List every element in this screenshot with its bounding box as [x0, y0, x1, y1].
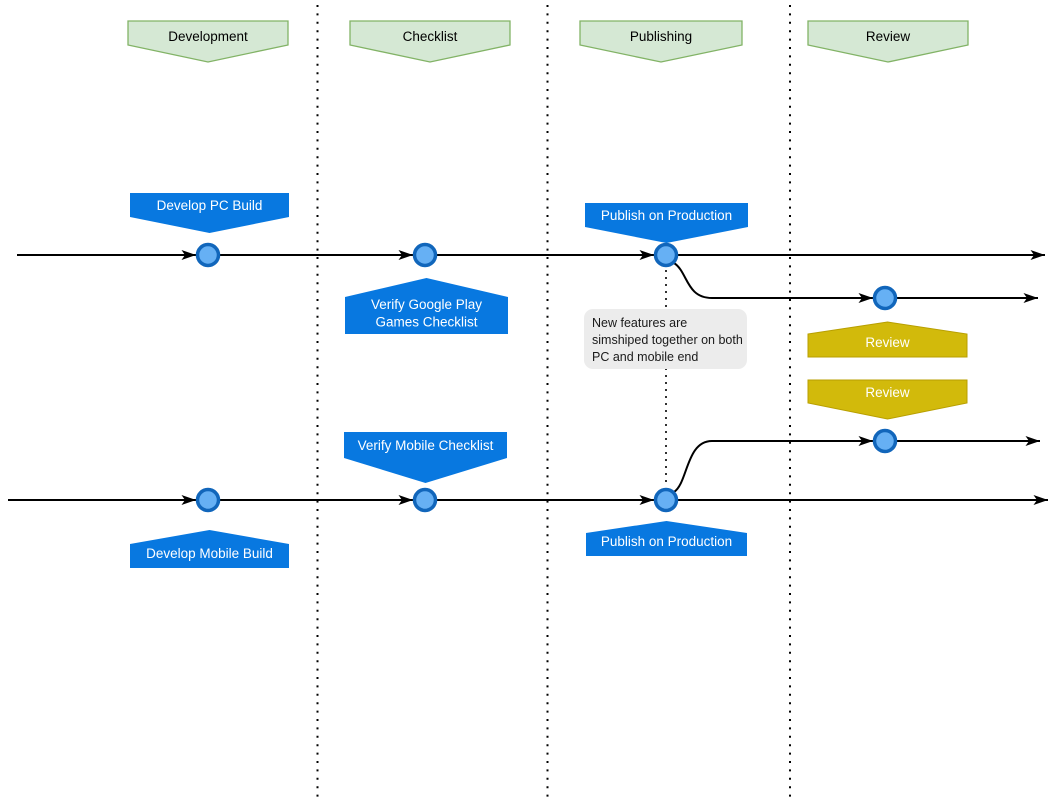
mobile-review-branch — [673, 436, 1040, 493]
simship-note-box — [584, 309, 747, 369]
event-banner-publish-on-production-top — [585, 203, 748, 243]
review-banner-top — [807, 321, 968, 358]
node-publish-mobile — [653, 487, 679, 513]
node-review-pc — [872, 285, 898, 311]
event-banners: Develop PC Build Verify Google Play Game… — [130, 193, 748, 568]
node-develop-mobile — [195, 487, 221, 513]
node-verify-mobile — [412, 487, 438, 513]
review-label-bottom: Review — [865, 385, 910, 400]
pc-review-branch — [673, 262, 1038, 303]
phase-banners: Development Checklist Publishing Review — [127, 20, 969, 63]
node-review-mobile — [872, 428, 898, 454]
event-banner-develop-pc-build — [130, 193, 289, 233]
milestone-nodes — [195, 242, 898, 513]
event-label-develop-mobile: Develop Mobile Build — [146, 546, 273, 561]
mobile-review-branch-curve — [673, 436, 873, 493]
phase-label-review: Review — [866, 29, 911, 44]
phase-label-checklist: Checklist — [403, 29, 458, 44]
event-label-verify-gpg-line2: Games Checklist — [375, 315, 477, 330]
phase-banner-review — [807, 20, 969, 63]
review-banners: Review Review — [807, 321, 968, 420]
pc-review-branch-curve — [673, 262, 873, 303]
review-label-top: Review — [865, 335, 910, 350]
event-label-verify-gpg-line1: Verify Google Play — [371, 297, 482, 312]
event-banner-verify-google-play-games-checklist — [345, 278, 508, 334]
event-label-verify-mobile: Verify Mobile Checklist — [358, 438, 494, 453]
phase-banner-development — [127, 20, 289, 63]
event-banner-publish-on-production-bottom — [586, 521, 747, 556]
phase-label-publishing: Publishing — [630, 29, 692, 44]
simship-note-line3: PC and mobile end — [592, 350, 698, 364]
node-verify-gpg — [412, 242, 438, 268]
event-banner-verify-mobile-checklist — [344, 432, 507, 483]
event-label-develop-pc-build: Develop PC Build — [157, 198, 263, 213]
phase-banner-checklist — [349, 20, 511, 63]
event-banner-develop-mobile-build — [130, 530, 289, 568]
phase-label-development: Development — [168, 29, 248, 44]
simship-note-line1: New features are — [592, 316, 687, 330]
review-banner-bottom — [807, 379, 968, 420]
simship-note-line2: simshiped together on both — [592, 333, 743, 347]
event-label-publish-bottom: Publish on Production — [601, 534, 732, 549]
phase-separators — [316, 5, 791, 801]
node-develop-pc — [195, 242, 221, 268]
node-publish-pc — [653, 242, 679, 268]
simship-note: New features are simshiped together on b… — [584, 309, 747, 369]
phase-banner-publishing — [579, 20, 743, 63]
event-label-publish-top: Publish on Production — [601, 208, 732, 223]
